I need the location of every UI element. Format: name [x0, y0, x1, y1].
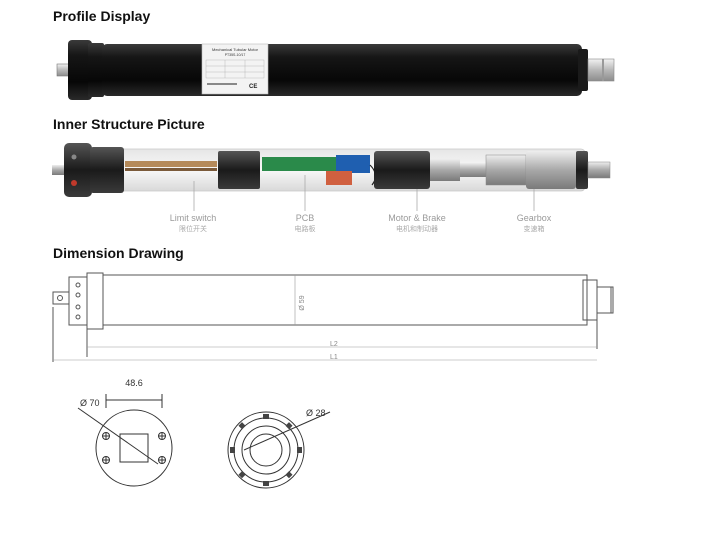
inner-structure-image: Limit switch 限位开关 PCB 电路板 Motor & Brake …: [52, 143, 611, 233]
component-pcb: PCB: [296, 213, 315, 223]
dim-tube-diameter: Ø 59: [299, 295, 306, 310]
nameplate-line1: Mechanical Tubular Motor: [212, 47, 259, 52]
component-pcb-zh: 电路板: [295, 224, 316, 233]
accent-dot: [71, 180, 77, 186]
motor-nameplate: [201, 43, 269, 95]
component-motor-brake: Motor & Brake: [388, 213, 446, 223]
spline-teeth: [230, 414, 302, 486]
dim-l2: L2: [330, 341, 338, 348]
section-title-dimension: Dimension Drawing: [53, 245, 184, 261]
component-limit-switch: Limit switch: [170, 213, 217, 223]
dim-shaft-diameter: Ø 28: [306, 408, 326, 418]
section-title-inner: Inner Structure Picture: [53, 116, 205, 132]
profile-motor-image: Mechanical Tubular Motor PT35S-10/17 CE: [56, 40, 615, 100]
dimension-side-view: Ø 59 L2 L1: [52, 272, 614, 362]
nameplate-line2: PT35S-10/17: [225, 53, 246, 57]
dimension-end-views: 48.6 Ø 70 Ø 28: [77, 378, 331, 489]
ce-mark: CE: [249, 84, 257, 90]
section-title-profile: Profile Display: [53, 8, 151, 24]
component-gearbox: Gearbox: [517, 213, 552, 223]
component-gearbox-zh: 变速箱: [524, 224, 545, 233]
component-motor-brake-zh: 电机和制动器: [396, 224, 438, 233]
dim-width: 48.6: [125, 378, 143, 388]
dim-l1: L1: [330, 354, 338, 361]
component-limit-switch-zh: 限位开关: [179, 224, 207, 233]
dim-head-diameter: Ø 70: [80, 398, 100, 408]
